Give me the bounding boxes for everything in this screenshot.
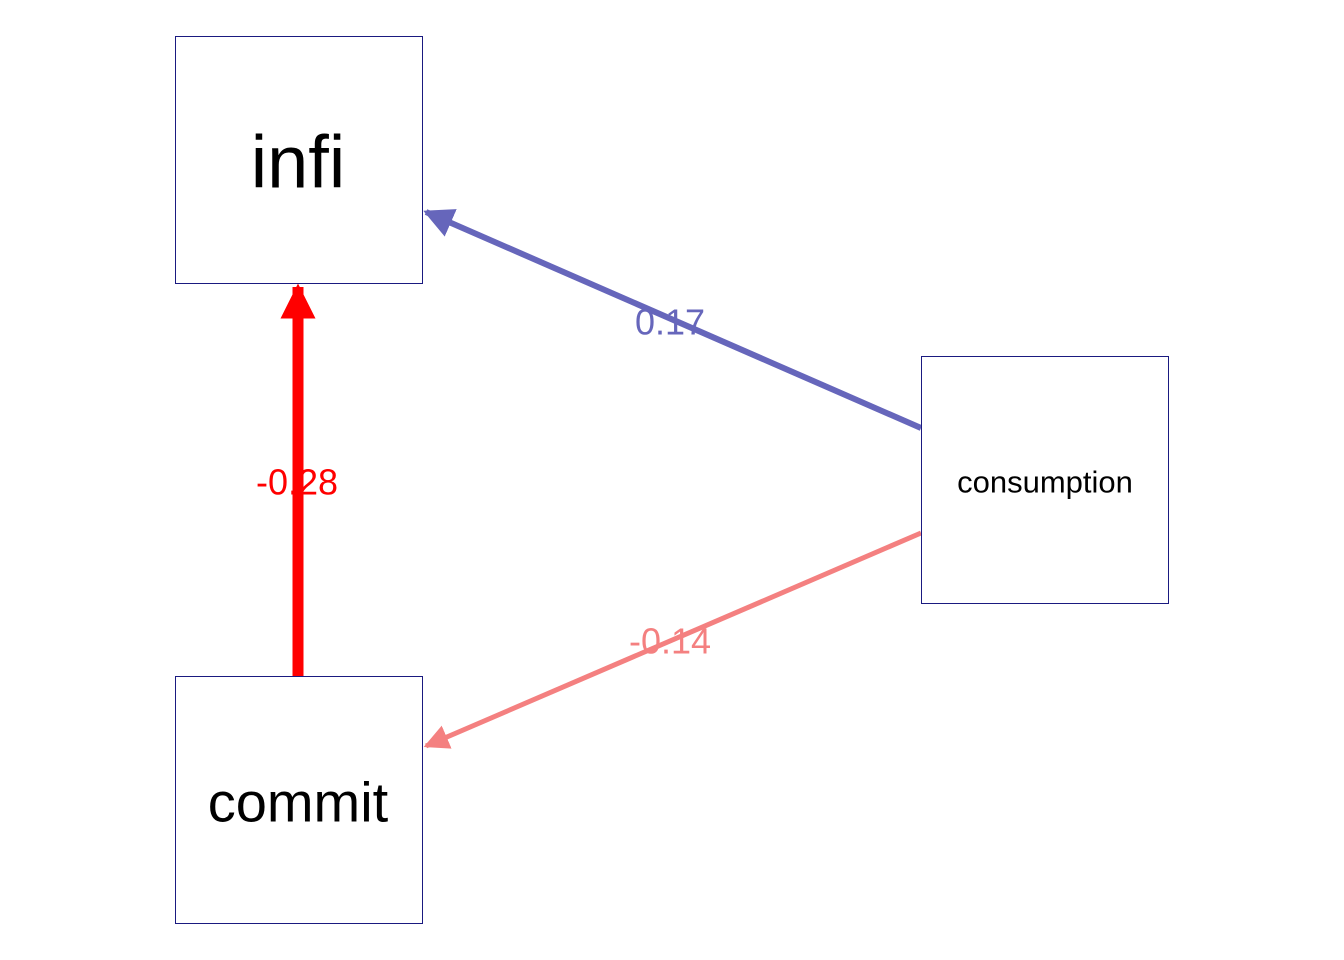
edge-label-commit-infi: -0.28 <box>256 462 338 503</box>
node-consumption: consumption <box>921 356 1169 604</box>
edge-consumption-commit <box>423 530 922 749</box>
node-box <box>921 356 1169 604</box>
edges <box>280 209 923 749</box>
edge-consumption-infi <box>423 209 923 431</box>
node-commit: commit <box>175 676 423 924</box>
edge-labels: 0.17 -0.28 -0.14 <box>256 302 711 662</box>
node-label: infi <box>251 121 346 204</box>
node-box <box>175 36 423 284</box>
edge-label-consumption-commit: -0.14 <box>629 621 711 662</box>
node-label: consumption <box>957 465 1133 500</box>
node-label: commit <box>208 771 389 834</box>
node-box <box>175 676 423 924</box>
node-infi: infi <box>175 36 423 284</box>
edge-label-consumption-infi: 0.17 <box>635 302 705 343</box>
